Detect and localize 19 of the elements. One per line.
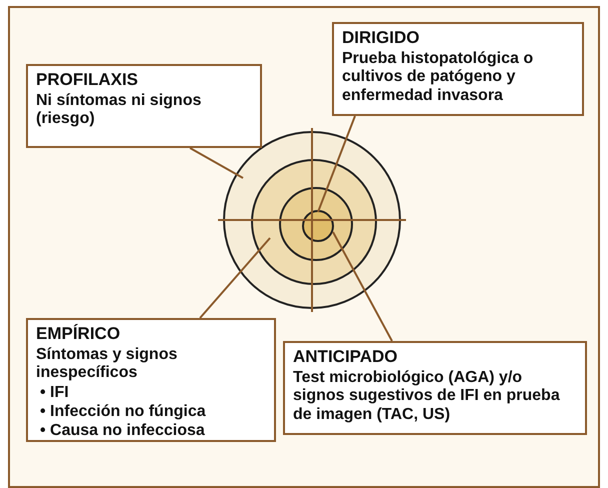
bullet-item: • Causa no infecciosa <box>39 421 206 440</box>
leader-line <box>317 116 356 212</box>
callout-box <box>332 22 584 116</box>
callout-heading: PROFILAXIS <box>36 70 140 90</box>
callout-text: Prueba histopatológica o cultivos de patógeno y enfermedad invasora <box>342 50 534 106</box>
callout-heading: ANTICIPADO <box>293 347 399 367</box>
callout-text: Ni síntomas ni signos (riesgo) <box>36 92 202 129</box>
callout-text: Test microbiológico (AGA) y/o signos sugestivos de IFI en prueba de imagen (TAC, US) <box>293 369 561 424</box>
bullet-item: • Infección no fúngica <box>39 402 207 422</box>
callout-text: Síntomas y signos inespecíficos <box>36 346 178 383</box>
callout-box <box>26 318 276 442</box>
callout-box <box>26 64 262 148</box>
leader-line <box>332 232 393 342</box>
callout-heading: DIRIGIDO <box>342 28 420 48</box>
leader-line <box>190 147 244 179</box>
callout-heading: EMPÍRICO <box>36 324 122 344</box>
bullet-item: • IFI <box>39 382 70 402</box>
callout-box <box>283 341 587 435</box>
leader-line <box>199 237 271 319</box>
